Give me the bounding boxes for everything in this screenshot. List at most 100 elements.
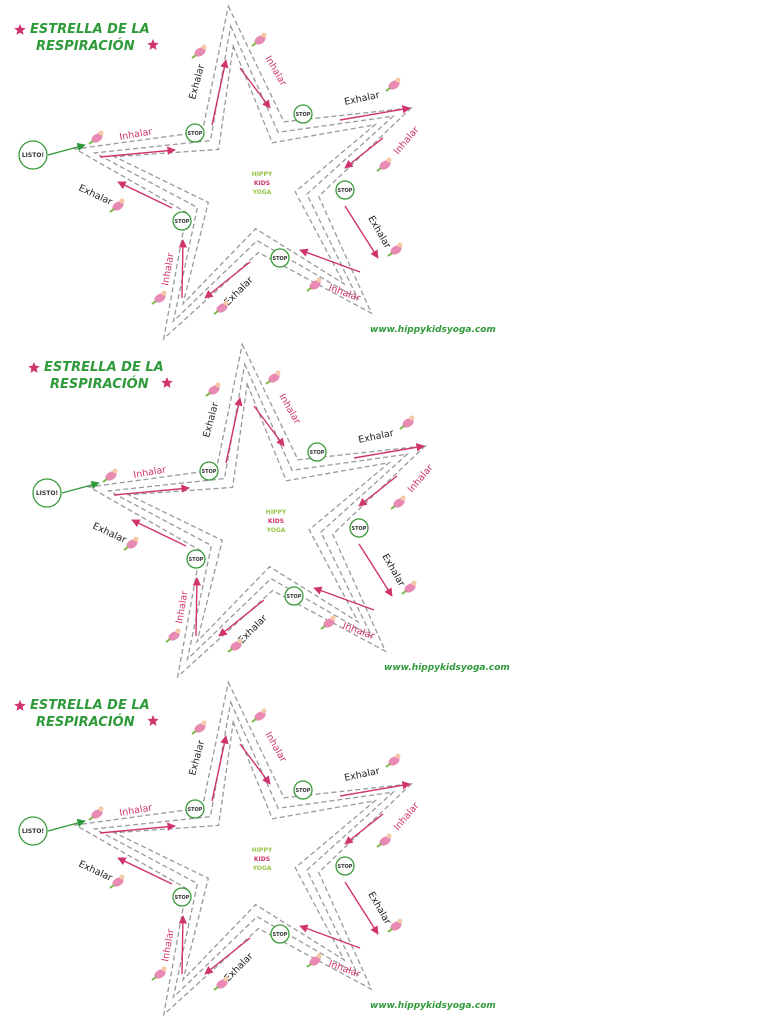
stop-circle: STOP: [185, 123, 205, 143]
path-arrow: [299, 924, 361, 949]
child-pose-icon: [88, 130, 104, 145]
logo-text-line: YOGA: [266, 527, 286, 534]
child-pose-icon: [227, 638, 243, 653]
path-arrow: [117, 857, 173, 885]
child-pose-icon: [306, 277, 322, 292]
stop-circle-label: STOP: [175, 219, 190, 225]
path-arrow: [113, 484, 190, 496]
stop-circle: STOP: [284, 586, 304, 606]
child-pose-icon: [376, 157, 392, 172]
child-pose-icon: [376, 833, 392, 848]
stop-circle-label: STOP: [310, 450, 325, 456]
inhale-label: Inhalar: [262, 730, 288, 764]
website-url: www.hippykidsyoga.com: [370, 325, 496, 335]
path-arrow: [344, 137, 384, 169]
child-pose-icon: [205, 382, 221, 397]
child-pose-icon: [213, 976, 229, 991]
logo-text-line: YOGA: [252, 189, 272, 196]
star-icon: [14, 24, 26, 35]
star-path-outline: [73, 680, 414, 1017]
inhale-label: Inhalar: [119, 126, 154, 143]
child-pose-icon: [320, 615, 336, 630]
start-circle: LISTO!: [18, 816, 48, 846]
start-circle: LISTO!: [32, 478, 62, 508]
path-arrow: [225, 397, 243, 464]
stop-circle-label: STOP: [202, 469, 217, 475]
stop-circle-label: STOP: [352, 526, 367, 532]
path-arrow: [211, 735, 229, 802]
website-url: www.hippykidsyoga.com: [370, 1001, 496, 1011]
path-arrow: [344, 205, 379, 259]
path-arrow: [299, 248, 361, 273]
child-pose-icon: [387, 242, 403, 257]
star-path-outline: [126, 381, 392, 644]
stop-circle-label: STOP: [188, 131, 203, 137]
inhale-label: Inhalar: [133, 464, 168, 481]
star-icon: [147, 39, 159, 50]
inhale-label: Inhalar: [327, 958, 362, 980]
card-title-line1: ESTRELLA DE LA: [30, 698, 150, 713]
path-arrow: [192, 577, 202, 637]
path-arrow: [204, 261, 251, 299]
path-arrow: [358, 475, 398, 507]
path-arrow: [178, 915, 188, 975]
logo-text-line: KIDS: [254, 856, 270, 863]
child-pose-icon: [390, 495, 406, 510]
stop-circle-label: STOP: [296, 112, 311, 118]
path-arrow: [344, 881, 379, 935]
child-pose-icon: [151, 290, 167, 305]
stop-circle: STOP: [199, 461, 219, 481]
star-path-outline: [112, 719, 378, 982]
star-icon: [28, 362, 40, 373]
star-path-outline: [106, 362, 410, 662]
exhale-label: Exhalar: [343, 766, 380, 784]
path-arrow: [178, 239, 188, 299]
stop-circle-label: STOP: [175, 895, 190, 901]
exhale-label: Exhalar: [343, 90, 380, 108]
start-circle-label: LISTO!: [22, 828, 44, 835]
logo-text-line: KIDS: [268, 518, 284, 525]
inhale-label: Inhalar: [392, 800, 422, 832]
child-pose-icon: [109, 874, 125, 889]
stop-circle: STOP: [270, 248, 290, 268]
child-pose-icon: [387, 918, 403, 933]
logo-text-line: HIPPY: [252, 847, 273, 854]
star-path-outline: [112, 43, 378, 306]
stop-circle: STOP: [307, 442, 327, 462]
breathing-star-card: ESTRELLA DE LARESPIRACIÓNLISTO!STOPSTOPS…: [14, 680, 496, 1017]
start-arrow: [47, 818, 86, 832]
child-pose-icon: [251, 32, 267, 47]
child-pose-icon: [385, 753, 401, 768]
stop-circle-label: STOP: [296, 788, 311, 794]
website-url: www.hippykidsyoga.com: [384, 663, 510, 673]
stop-circle: STOP: [172, 211, 192, 231]
child-pose-icon: [399, 415, 415, 430]
stop-circle-label: STOP: [189, 557, 204, 563]
star-path-outline: [87, 342, 428, 679]
stop-circle: STOP: [185, 799, 205, 819]
path-arrow: [358, 543, 393, 597]
card-title-line2: RESPIRACIÓN: [36, 38, 135, 54]
logo-text-line: HIPPY: [252, 171, 273, 178]
exhale-label: Exhalar: [77, 183, 114, 208]
card-title-line1: ESTRELLA DE LA: [30, 22, 150, 37]
path-arrow: [211, 59, 229, 126]
inhale-label: Inhalar: [406, 462, 436, 494]
stop-circle: STOP: [270, 924, 290, 944]
stop-circle-label: STOP: [287, 594, 302, 600]
child-pose-icon: [385, 77, 401, 92]
card-title-line2: RESPIRACIÓN: [50, 376, 149, 392]
path-arrow: [99, 146, 176, 158]
child-pose-icon: [191, 720, 207, 735]
path-arrow: [339, 781, 411, 797]
child-pose-icon: [251, 708, 267, 723]
path-arrow: [204, 937, 251, 975]
inhale-label: Inhalar: [119, 802, 154, 819]
star-icon: [147, 715, 159, 726]
child-pose-icon: [306, 953, 322, 968]
child-pose-icon: [151, 966, 167, 981]
path-arrow: [117, 181, 173, 209]
inhale-label: Inhalar: [276, 392, 302, 426]
child-pose-icon: [213, 300, 229, 315]
